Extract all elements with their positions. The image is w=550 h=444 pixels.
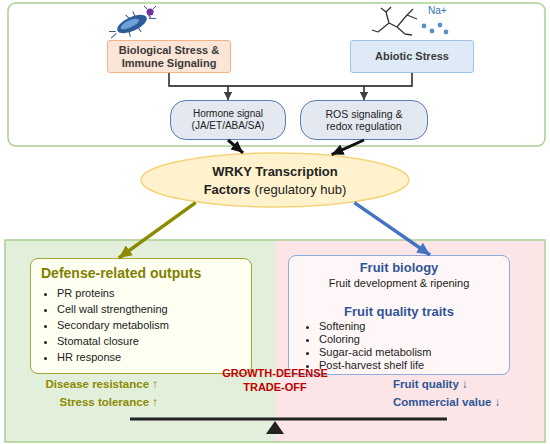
outcome-panel-border xyxy=(5,240,545,442)
connector-arrow xyxy=(354,203,430,255)
defense-panel xyxy=(5,240,275,442)
box-text: Biological Stress & Immune Signaling xyxy=(112,44,226,70)
bullet-item: PR proteins xyxy=(57,285,251,301)
ion-label: Na+ xyxy=(428,4,468,18)
stress-box: Abiotic Stress xyxy=(350,40,474,73)
stress-box: Biological Stress & Immune Signaling xyxy=(107,40,231,73)
box-text: Hormone signal (JA/ET/ABA/SA) xyxy=(179,108,277,132)
bullet-item: Stomatal closure xyxy=(57,333,251,349)
connector-arrow xyxy=(332,140,364,155)
box-text: ROS signaling & redox regulation xyxy=(311,108,417,132)
outcome-label: Fruit quality ↓ xyxy=(393,377,541,391)
node-content: Defense-related outputs PR proteinsCell w… xyxy=(31,265,251,379)
bullet-item: HR response xyxy=(57,349,251,365)
output-box: Fruit biologyFruit development & ripenin… xyxy=(288,255,510,375)
bullet-item: Softening xyxy=(319,320,509,333)
node-content: Hormone signal (JA/ET/ABA/SA) xyxy=(171,101,285,139)
node-content: WRKY Transcription Factors(regulatory hu… xyxy=(140,152,410,208)
ion-dot xyxy=(430,29,435,34)
pathogen-icon xyxy=(105,3,160,44)
box-text: Defense-related outputs xyxy=(41,265,251,282)
bacterium-symbol xyxy=(105,3,160,44)
outcome-label: Stress tolerance ↑ xyxy=(10,395,158,409)
seesaw-beam xyxy=(130,418,447,421)
ion-dot xyxy=(444,30,449,35)
connector-arrow xyxy=(364,73,412,100)
seesaw-fulcrum xyxy=(266,421,284,434)
output-box: Defense-related outputs PR proteinsCell w… xyxy=(30,258,252,374)
stress-panel xyxy=(8,3,545,146)
ellipse-shape xyxy=(141,153,409,207)
text-line-group: WRKY Transcription Factors(regulatory hu… xyxy=(180,162,370,198)
bacterium-body xyxy=(115,11,150,37)
connector-arrow xyxy=(228,140,243,153)
outcome-label: Disease resistance ↑ xyxy=(10,377,158,391)
signal-pill: Hormone signal (JA/ET/ABA/SA) xyxy=(170,100,286,140)
bullet-item: Coloring xyxy=(319,333,509,346)
tradeoff-label: GROWTH-DEFENSE TRADE-OFF xyxy=(215,366,335,394)
hub-ellipse: WRKY Transcription Factors(regulatory hu… xyxy=(140,152,410,208)
box-text: Fruit quality traits xyxy=(289,304,509,320)
box-text: (regulatory hub) xyxy=(255,182,347,197)
ion-dot xyxy=(438,23,443,28)
ion-dot xyxy=(422,24,427,29)
connector-arrow xyxy=(169,73,364,100)
node-content: Abiotic Stress xyxy=(351,41,473,72)
spore-symbol xyxy=(147,9,154,16)
box-text: Abiotic Stress xyxy=(375,50,449,63)
outcome-label: Commercial value ↓ xyxy=(393,395,541,409)
bullet-item: Cell wall strengthening xyxy=(57,301,251,317)
bacterium-core xyxy=(119,17,140,32)
signal-pill: ROS signaling & redox regulation xyxy=(300,100,428,140)
crack-lines xyxy=(372,7,417,35)
box-text: Fruit biology xyxy=(289,260,509,276)
connector-arrow xyxy=(119,203,196,258)
connector-arrow xyxy=(228,73,412,100)
node-content: ROS signaling & redox regulation xyxy=(301,101,427,139)
bullet-item: Secondary metabolism xyxy=(57,317,251,333)
node-content: Biological Stress & Immune Signaling xyxy=(108,41,230,72)
bullet-list: SofteningColoringSugar-acid metabolismPo… xyxy=(289,320,509,372)
bullet-item: Post-harvest shelf life xyxy=(319,359,509,372)
spore-legs xyxy=(144,6,156,19)
node-content: Fruit biologyFruit development & ripenin… xyxy=(289,260,509,378)
connector-arrow xyxy=(169,73,228,100)
bullet-item: Sugar-acid metabolism xyxy=(319,346,509,359)
ellipse-outline xyxy=(140,152,410,208)
seesaw-symbol xyxy=(130,419,447,434)
fruit-panel xyxy=(275,240,545,442)
flagella xyxy=(105,3,160,44)
bullet-list: PR proteinsCell wall strengtheningSecond… xyxy=(31,285,251,365)
box-text: Fruit development & ripening xyxy=(289,276,509,290)
